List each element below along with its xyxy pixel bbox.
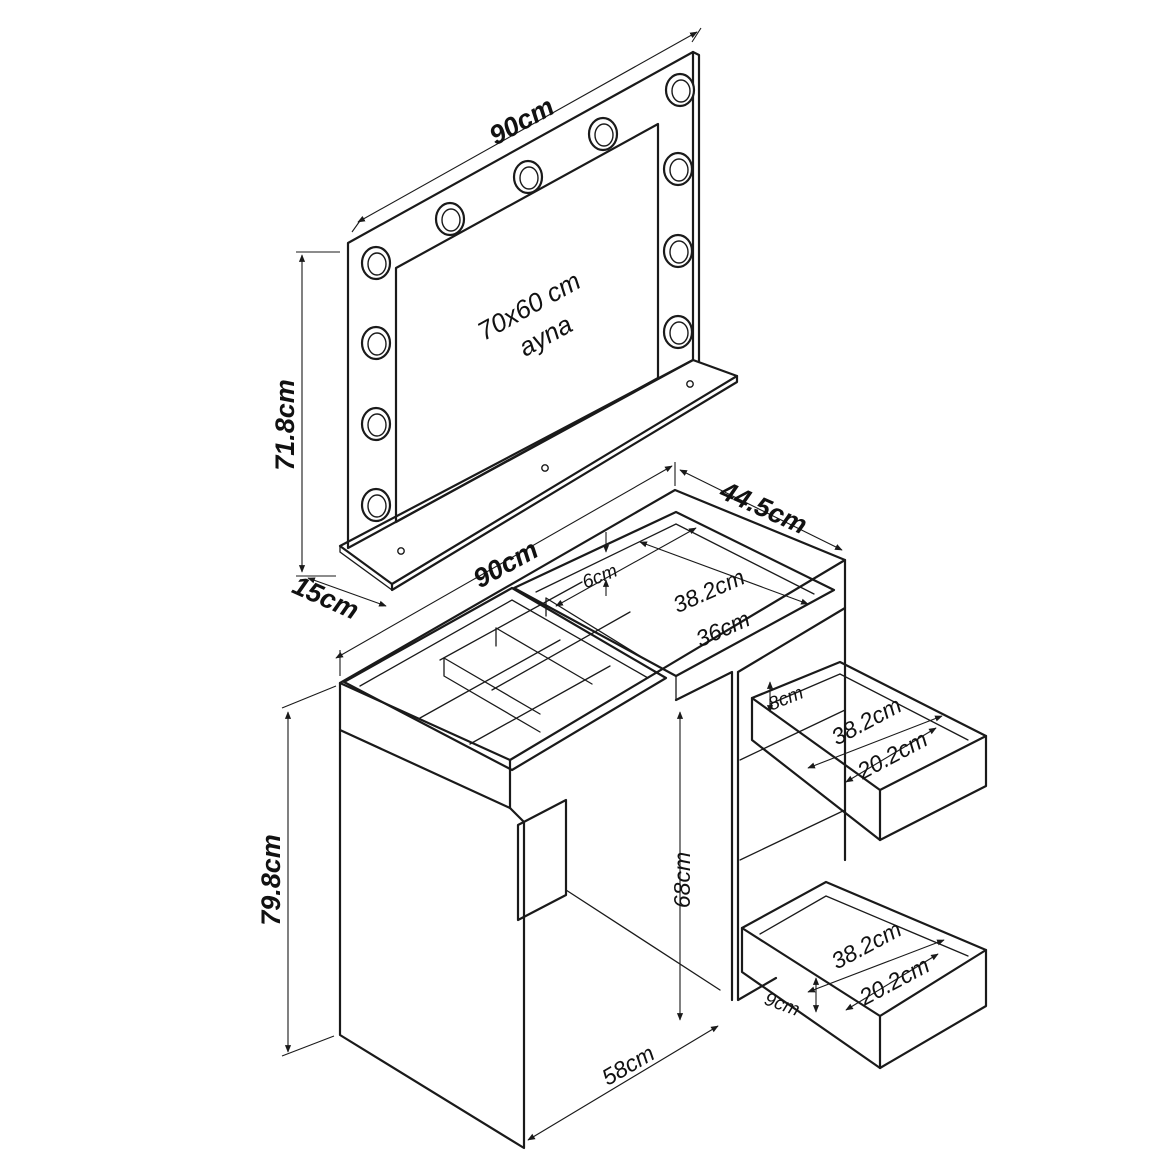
- lower-drawer-height-label: 9cm: [761, 989, 802, 1021]
- lower-drawer-depth-label: 20.2cm: [854, 952, 934, 1011]
- top-compartment-depth-inner-label: 36cm: [692, 605, 754, 652]
- mirror-shelf: [338, 358, 739, 586]
- bulb-inner: [669, 321, 689, 345]
- upper-drawer-height-label: 8cm: [765, 682, 806, 715]
- table-width-label: 90cm: [468, 534, 543, 594]
- screw-hole: [686, 380, 694, 388]
- bulb-inner: [367, 252, 387, 276]
- bulb-inner: [669, 240, 689, 264]
- right-pedestal: [736, 606, 847, 1002]
- left-pedestal: [338, 728, 526, 1150]
- table-depth-label: 44.5cm: [715, 475, 812, 540]
- screw-hole: [397, 547, 405, 555]
- table-height-label: 79.8cm: [256, 834, 286, 926]
- mirror-width-label: 90cm: [484, 91, 559, 151]
- top-compartment-depth-label: 6cm: [579, 560, 620, 593]
- knee-width-label: 58cm: [597, 1040, 659, 1091]
- mirror-depth-label: 15cm: [288, 570, 363, 625]
- mirror: 70x60 cm ayna 90cm 71.8cm 15cm: [270, 27, 739, 626]
- screw-hole: [541, 464, 549, 472]
- mirror-height-label: 71.8cm: [270, 379, 300, 471]
- left-compartment: [342, 586, 668, 772]
- bulb-inner: [367, 413, 387, 437]
- bulb-inner: [367, 332, 387, 356]
- table-top-front: [338, 681, 512, 810]
- knee-height-label: 68cm: [669, 852, 695, 908]
